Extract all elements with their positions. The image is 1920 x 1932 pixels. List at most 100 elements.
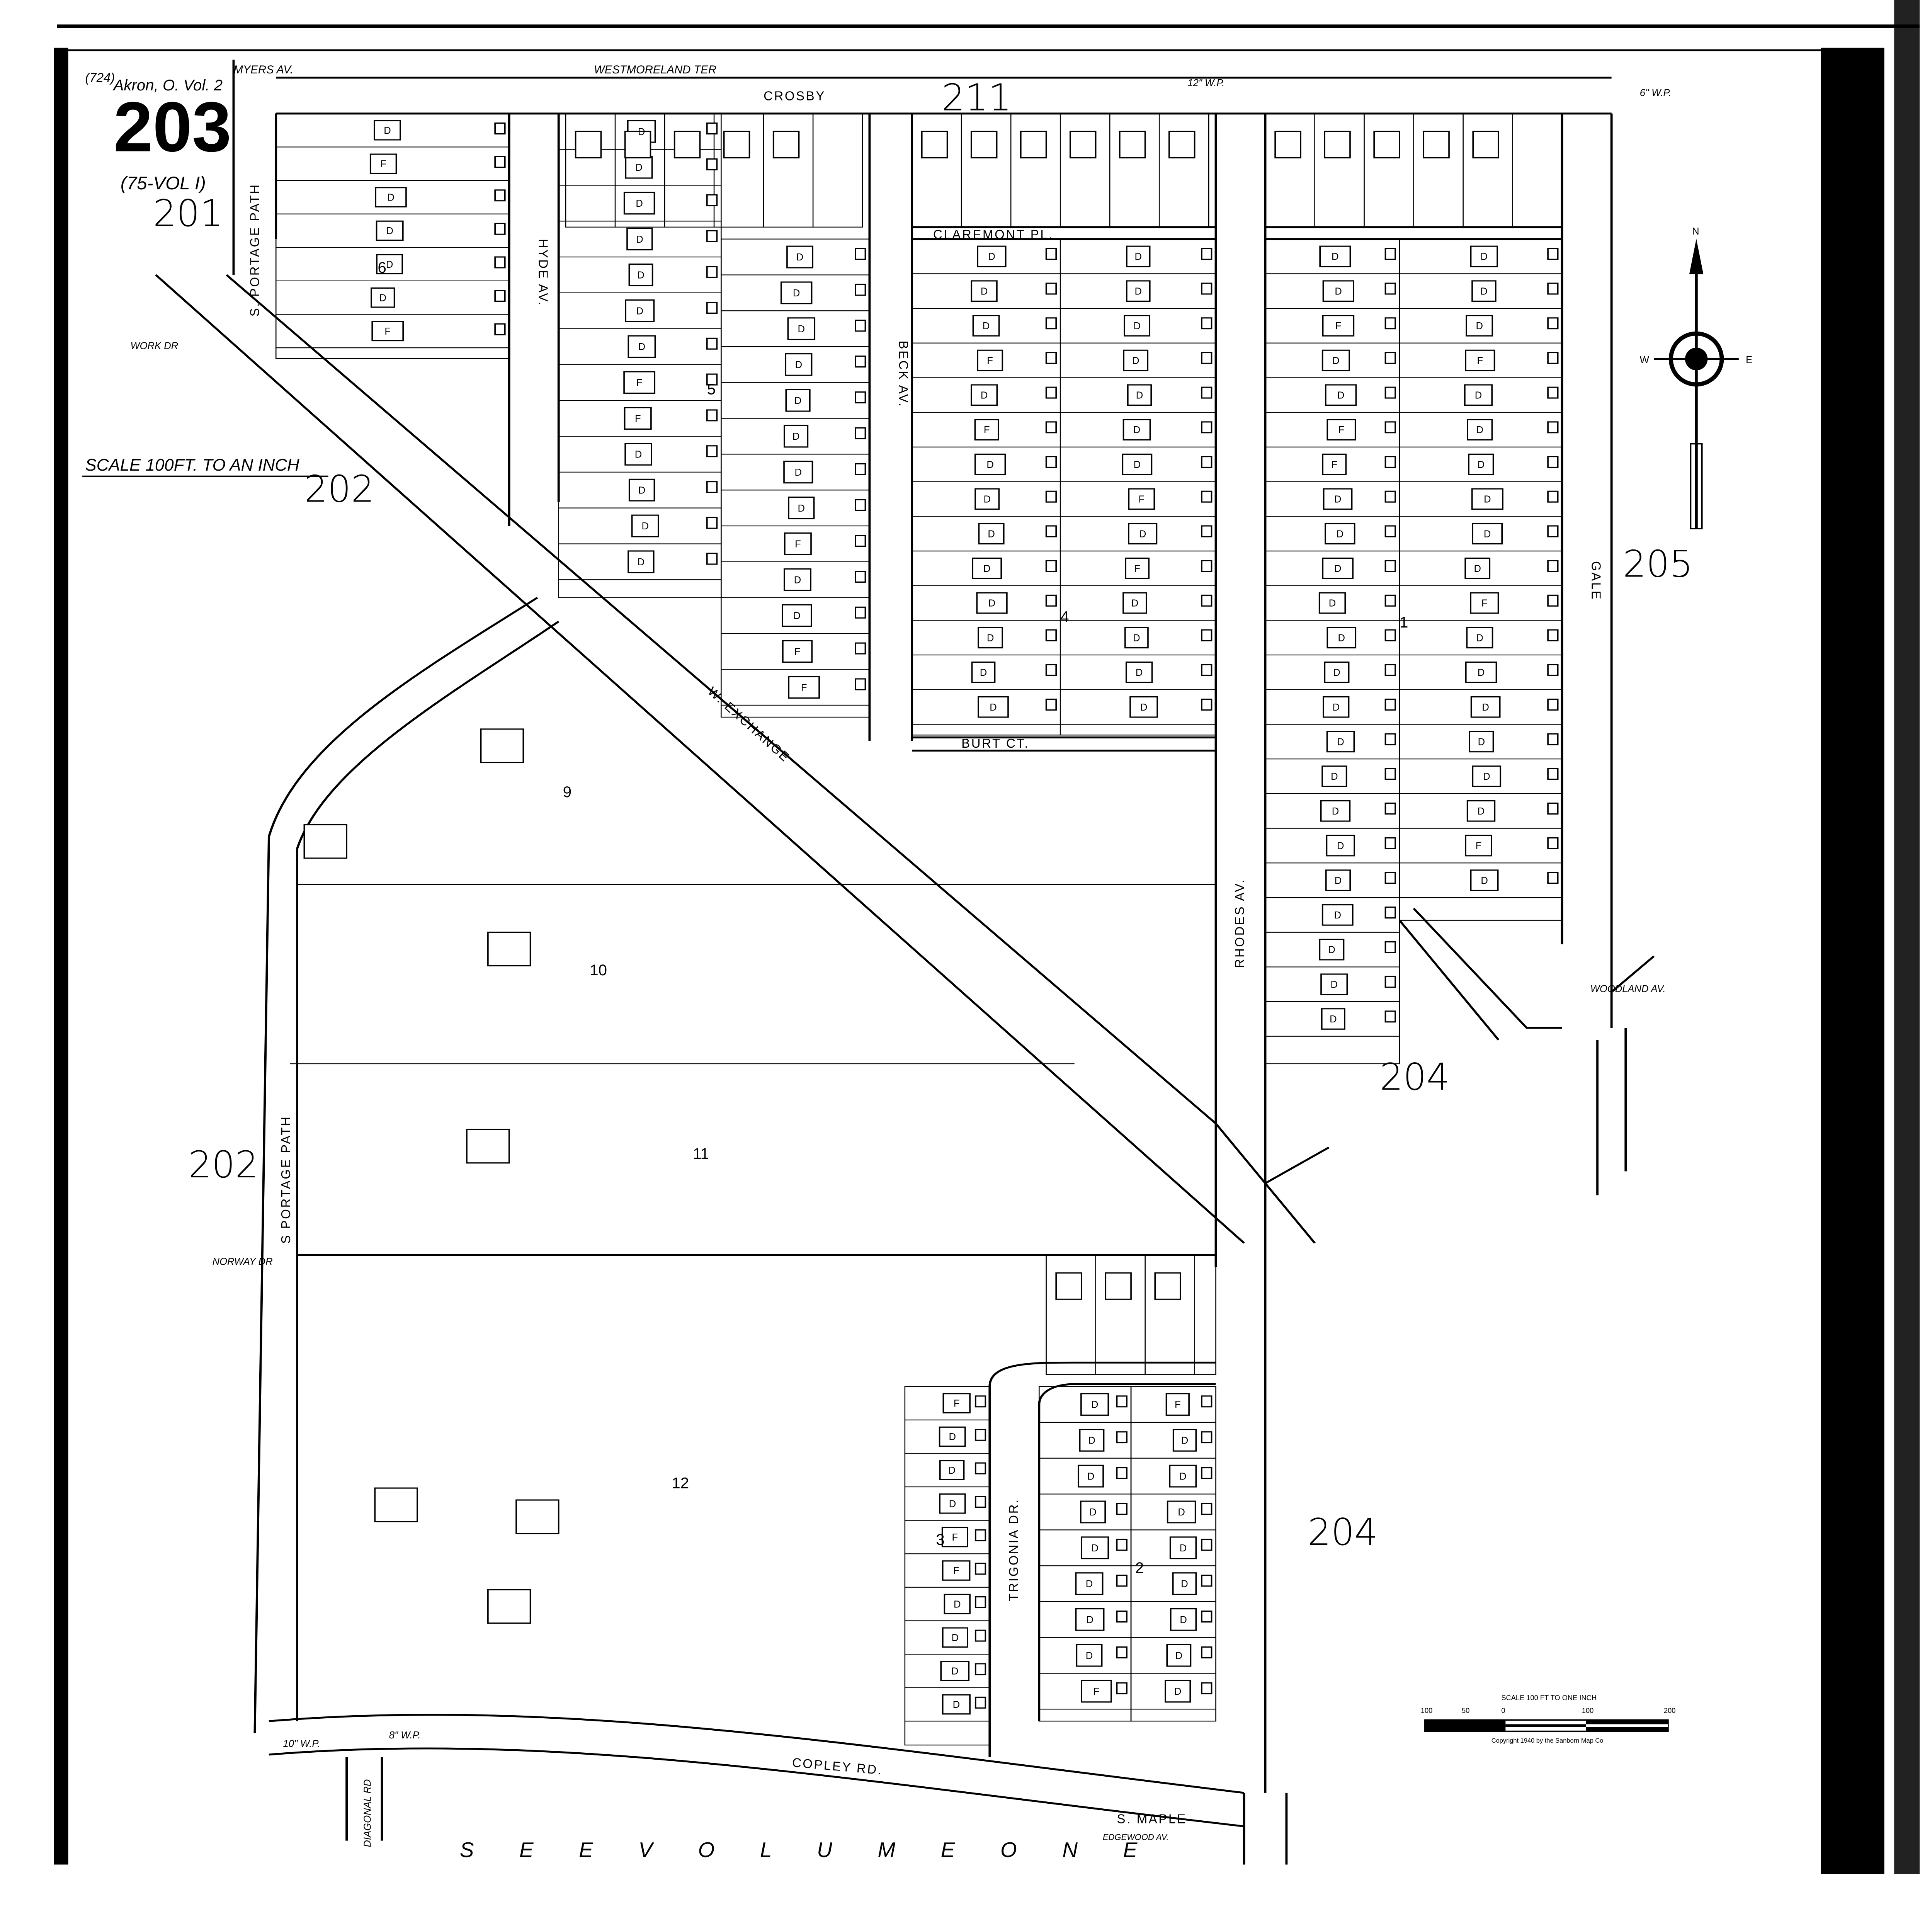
building bbox=[1320, 973, 1348, 995]
garage bbox=[1201, 525, 1213, 537]
building bbox=[1165, 1393, 1190, 1416]
building-code: D bbox=[1091, 1543, 1098, 1554]
see-volume-one: S E E V O L U M E O N E bbox=[460, 1838, 1157, 1862]
building bbox=[515, 1499, 560, 1534]
garage bbox=[1547, 699, 1559, 711]
building bbox=[1125, 557, 1150, 579]
street-label-portage-upper: S. PORTAGE PATH bbox=[247, 183, 262, 316]
water-pipe-12-label: 12" W.P. bbox=[1187, 78, 1224, 88]
building-code: D bbox=[990, 702, 997, 713]
building bbox=[628, 335, 656, 358]
building bbox=[1470, 592, 1499, 614]
garage bbox=[1384, 282, 1396, 295]
building-code: F bbox=[952, 1532, 958, 1543]
garage bbox=[706, 553, 718, 565]
street-label-hyde: HYDE AV. bbox=[536, 239, 551, 307]
garage bbox=[855, 320, 866, 332]
building bbox=[978, 696, 1009, 718]
street-label-portage-lower: S PORTAGE PATH bbox=[279, 1116, 293, 1244]
building-code: D bbox=[793, 611, 800, 621]
garage bbox=[1201, 1539, 1213, 1551]
building bbox=[1080, 1500, 1106, 1524]
building-code: D bbox=[635, 162, 642, 173]
garage bbox=[855, 606, 866, 619]
building bbox=[1076, 1644, 1103, 1667]
garage bbox=[706, 122, 718, 134]
garage bbox=[1384, 317, 1396, 330]
building bbox=[1274, 131, 1301, 158]
garage bbox=[1116, 1395, 1128, 1408]
building-code: D bbox=[1476, 321, 1483, 332]
garage bbox=[1201, 421, 1213, 434]
street-label-claremont: CLAREMONT PL. bbox=[933, 227, 1054, 242]
garage bbox=[855, 463, 866, 475]
building bbox=[1321, 904, 1354, 926]
building bbox=[624, 407, 652, 430]
building-code: D bbox=[1181, 1435, 1188, 1446]
building bbox=[942, 1560, 971, 1581]
garage bbox=[855, 391, 866, 403]
building-code: D bbox=[379, 293, 386, 303]
building-code: F bbox=[1138, 494, 1145, 505]
building bbox=[1470, 869, 1499, 891]
building bbox=[1165, 1680, 1191, 1703]
building bbox=[1168, 131, 1196, 158]
building bbox=[1319, 245, 1351, 267]
building bbox=[374, 1487, 418, 1522]
garage bbox=[1384, 976, 1396, 988]
garage bbox=[1547, 560, 1559, 572]
building-code: D bbox=[1337, 390, 1344, 401]
building bbox=[375, 187, 407, 207]
building-code: D bbox=[1179, 1471, 1186, 1482]
garage bbox=[1384, 803, 1396, 815]
building-code: F bbox=[380, 159, 386, 170]
garage bbox=[1201, 1646, 1213, 1658]
building-code: F bbox=[384, 326, 391, 337]
building-code: D bbox=[1139, 529, 1146, 539]
building-code: D bbox=[1181, 1579, 1188, 1590]
building-code: D bbox=[1481, 875, 1488, 886]
garage bbox=[1045, 282, 1057, 295]
building-code: D bbox=[1136, 667, 1143, 678]
street-label-norway: NORWAY DR bbox=[213, 1257, 273, 1267]
building bbox=[782, 604, 812, 627]
garage bbox=[1045, 594, 1057, 607]
building-code: D bbox=[1484, 494, 1491, 505]
building bbox=[787, 317, 816, 340]
building bbox=[978, 523, 1005, 544]
garage bbox=[1116, 1682, 1128, 1694]
building-code: D bbox=[1335, 875, 1342, 886]
building bbox=[623, 192, 655, 215]
garage bbox=[1201, 664, 1213, 676]
building-code: D bbox=[642, 521, 649, 532]
building bbox=[1325, 384, 1357, 406]
garage bbox=[1201, 594, 1213, 607]
building bbox=[1320, 800, 1351, 822]
building bbox=[939, 1460, 965, 1480]
water-pipe-10-label: 10" W.P. bbox=[283, 1738, 320, 1749]
building-code: D bbox=[798, 503, 805, 514]
garage bbox=[1116, 1575, 1128, 1587]
building-code: F bbox=[1476, 841, 1482, 852]
building-code: D bbox=[386, 259, 393, 270]
building-code: D bbox=[983, 321, 990, 332]
building-code: D bbox=[954, 1599, 961, 1610]
building bbox=[1468, 453, 1494, 475]
sanborn-map-sheet: DDDDDDDFFDDDDDDDDDDDDFDDFFDDDFDFDDDDDDDD… bbox=[54, 0, 1920, 1874]
building-code: D bbox=[1131, 598, 1138, 609]
building bbox=[1167, 1500, 1196, 1524]
building bbox=[939, 1426, 966, 1447]
building-code: D bbox=[949, 1498, 956, 1509]
building bbox=[1128, 523, 1158, 544]
page-ref: (724) bbox=[85, 70, 115, 85]
scale-note: SCALE 100FT. TO AN INCH bbox=[85, 456, 299, 474]
building bbox=[1323, 488, 1353, 510]
garage bbox=[1547, 664, 1559, 676]
street-label-diagonal: DIAGONAL RD bbox=[362, 1779, 373, 1847]
building-code: D bbox=[795, 467, 802, 478]
building-code: D bbox=[638, 342, 645, 352]
building bbox=[1322, 557, 1354, 579]
garage bbox=[974, 1462, 986, 1475]
building bbox=[1470, 245, 1498, 267]
building-code: D bbox=[1086, 1614, 1093, 1625]
